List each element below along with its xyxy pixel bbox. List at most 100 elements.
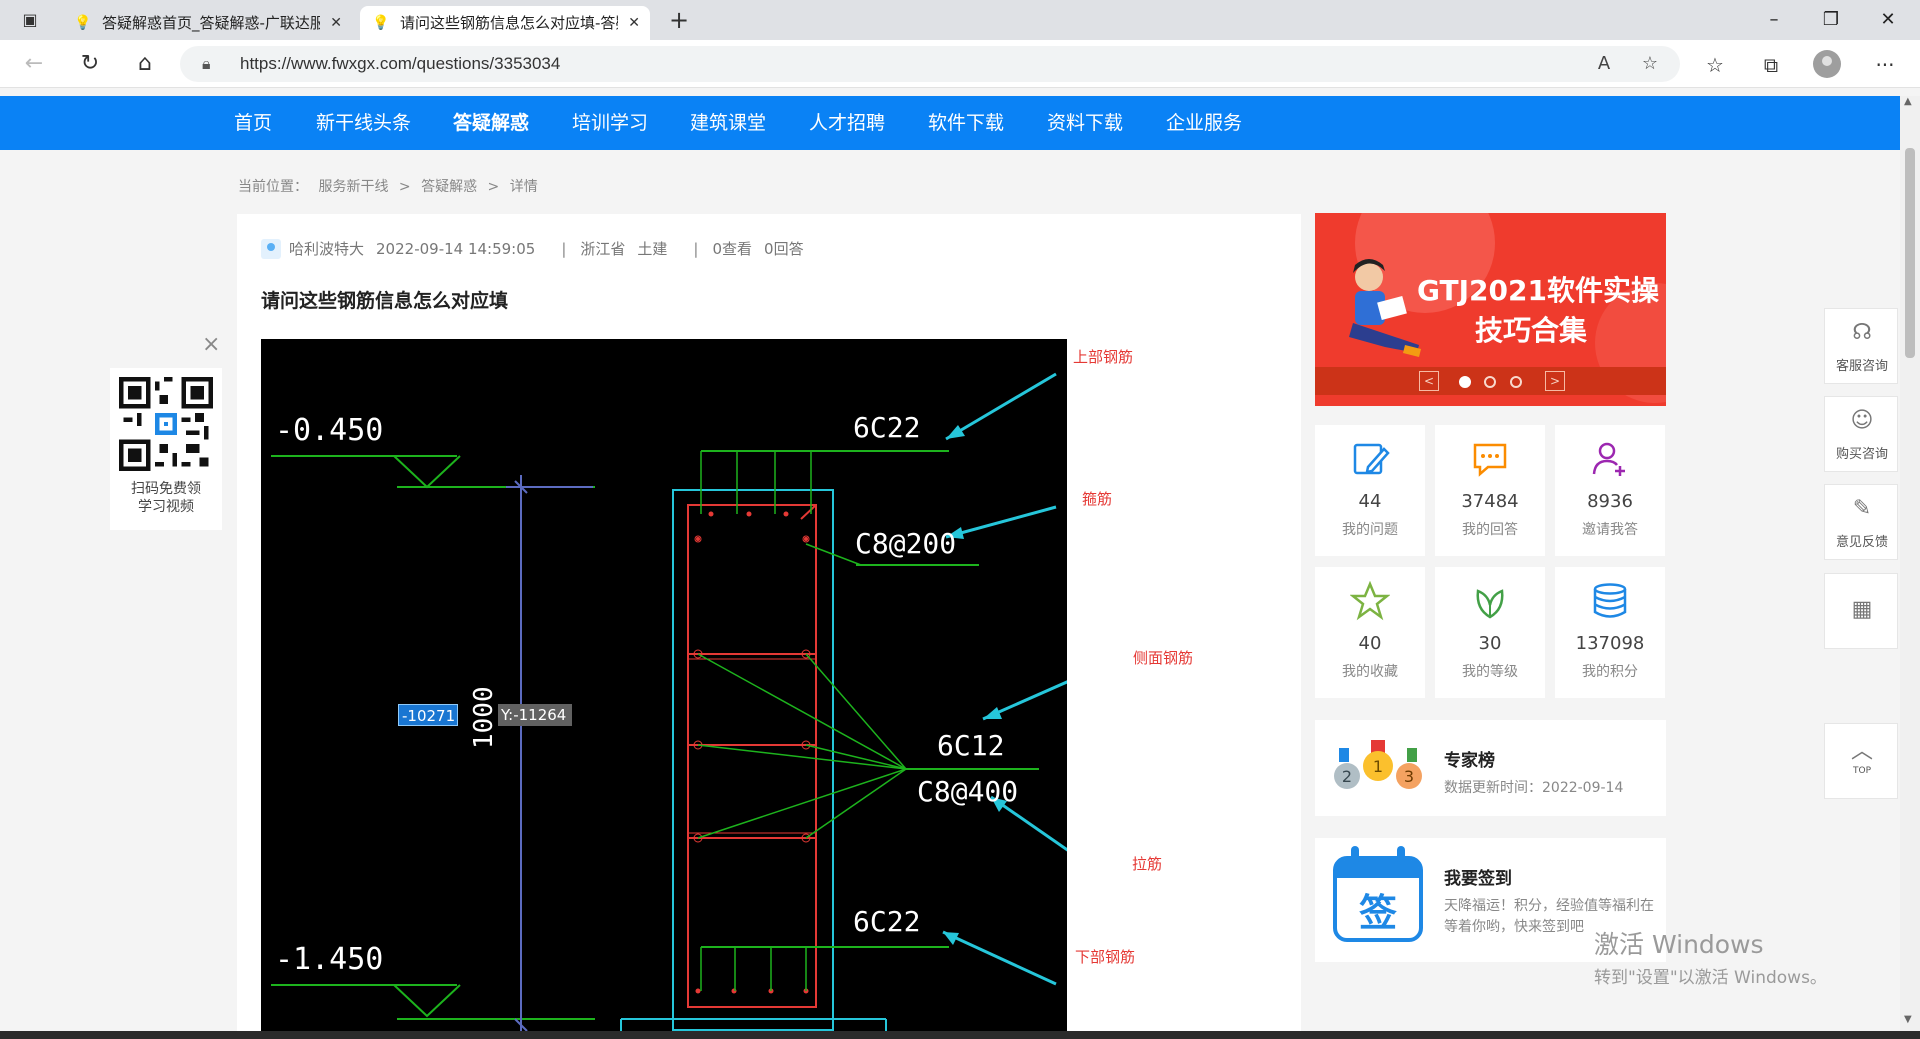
profile-avatar[interactable] (1813, 50, 1841, 78)
carousel-dot[interactable] (1484, 376, 1496, 388)
side-feedback[interactable]: ✎ 意见反馈 (1824, 484, 1898, 560)
top-rebar-label: 6C22 (853, 411, 921, 444)
answer-count: 0回答 (764, 239, 804, 258)
carousel-dot[interactable] (1459, 376, 1471, 388)
qrcode-icon (119, 377, 213, 471)
close-window-icon[interactable]: ✕ (1880, 9, 1896, 30)
bulb-icon: 💡 (372, 15, 390, 31)
stat-points[interactable]: 137098 我的积分 (1555, 567, 1665, 698)
scroll-up-icon[interactable]: ▲ (1904, 96, 1912, 107)
close-icon[interactable]: ✕ (330, 15, 342, 31)
annotation-top-rebar: 上部钢筋 (1073, 348, 1134, 366)
page-scrollbar[interactable]: ▲ ▼ (1900, 96, 1920, 1031)
side-qrcode[interactable]: ▦ (1824, 573, 1898, 649)
scroll-down-icon[interactable]: ▼ (1904, 1014, 1912, 1025)
close-icon[interactable]: ✕ (628, 15, 640, 31)
back-to-top-icon: ︿ (1850, 739, 1873, 764)
stat-level[interactable]: 30 我的等级 (1435, 567, 1545, 698)
stat-label: 我的问题 (1342, 522, 1398, 538)
annotation-tie: 拉筋 (1132, 855, 1163, 873)
nav-item-software[interactable]: 软件下载 (928, 112, 1005, 134)
medal-icon: 2 1 3 (1334, 740, 1422, 789)
headset-icon: ☊ (1852, 320, 1872, 345)
edit-icon (1353, 443, 1390, 475)
nav-item-jobs[interactable]: 人才招聘 (809, 112, 886, 134)
nav-item-enterprise[interactable]: 企业服务 (1166, 112, 1243, 134)
annotation-stirrup: 箍筋 (1082, 490, 1113, 508)
qr-promo-line1: 扫码免费领 (131, 481, 201, 497)
nav-item-home[interactable]: 首页 (234, 112, 273, 134)
chevron-left-icon[interactable]: < (1419, 371, 1439, 391)
breadcrumb-sep: > (398, 179, 411, 195)
scrollbar-thumb[interactable] (1905, 148, 1915, 358)
question-title: 请问这些钢筋信息怎么对应填 (261, 290, 509, 312)
chat-bubble-icon: ☺ (1850, 408, 1874, 433)
banner-title-1: GTJ2021软件实操 (1417, 274, 1659, 307)
url-text[interactable]: https://www.fwxgx.com/questions/3353034 (240, 54, 561, 73)
author-name[interactable]: 哈利波特大 (289, 239, 365, 258)
url-bar[interactable]: 🔒︎ https://www.fwxgx.com/questions/33530… (180, 46, 1680, 82)
back-arrow-icon[interactable]: ← (24, 51, 44, 76)
nav-item-headlines[interactable]: 新干线头条 (316, 112, 412, 134)
avatar[interactable] (261, 238, 281, 259)
reading-person-illustration (1349, 259, 1421, 357)
restore-icon[interactable]: ❐ (1822, 9, 1840, 30)
elevation-top-label: -0.450 (275, 413, 384, 448)
cad-drawing-image[interactable]: -0.450 -1.450 6C22 C8@200 6C12 C8@400 6C… (261, 339, 1067, 1039)
more-icon[interactable]: ··· (1875, 53, 1895, 77)
refresh-icon[interactable]: ↻ (80, 51, 100, 76)
stat-invited[interactable]: 8936 邀请我答 (1555, 425, 1665, 556)
read-aloud-icon[interactable]: A (1597, 53, 1611, 74)
favorites-icon[interactable]: ☆ (1706, 53, 1724, 77)
home-icon[interactable]: ⌂ (138, 51, 152, 76)
qr-promo[interactable]: 扫码免费领 学习视频 (110, 368, 222, 530)
chat-icon (1473, 443, 1507, 477)
browser-tab-1[interactable]: 💡 答疑解惑首页_答疑解惑-广联达服务新干线 ✕ (62, 6, 352, 40)
carousel-dot[interactable] (1510, 376, 1522, 388)
side-label: 意见反馈 (1835, 535, 1888, 550)
stat-favorites[interactable]: 40 我的收藏 (1315, 567, 1425, 698)
tab-title: 答疑解惑首页_答疑解惑-广联达服务新干线 (102, 14, 320, 32)
stat-my-questions[interactable]: 44 我的问题 (1315, 425, 1425, 556)
nav-item-qa[interactable]: 答疑解惑 (453, 112, 530, 134)
stat-value: 8936 (1587, 491, 1633, 512)
side-label: 购买咨询 (1835, 447, 1888, 462)
windows-activation-watermark: 激活 Windows 转到"设置"以激活 Windows。 (1594, 925, 1827, 988)
close-icon[interactable]: × (202, 332, 221, 357)
feedback-icon: ✎ (1852, 496, 1872, 521)
plus-icon[interactable]: + (668, 6, 690, 34)
back-to-top-button[interactable]: ︿ TOP (1824, 723, 1898, 799)
nav-item-training[interactable]: 培训学习 (572, 112, 649, 134)
browser-tab-2[interactable]: 💡 请问这些钢筋信息怎么对应填-答疑解惑 ✕ (360, 6, 650, 40)
stat-label: 我的积分 (1582, 664, 1638, 680)
meta-sep: | (561, 239, 567, 258)
browser-tab-bar: ▣ 💡 答疑解惑首页_答疑解惑-广联达服务新干线 ✕ 💡 请问这些钢筋信息怎么对… (0, 0, 1920, 40)
qrcode-icon: ▦ (1851, 597, 1873, 622)
lock-icon[interactable]: 🔒︎ (202, 54, 211, 73)
banner-title-2: 技巧合集 (1475, 314, 1588, 347)
star-add-icon[interactable]: ☆ (1641, 53, 1659, 74)
tab-actions-icon[interactable]: ▣ (22, 10, 38, 29)
side-customer-service[interactable]: ☊ 客服咨询 (1824, 308, 1898, 384)
experts-panel[interactable]: 2 1 3 专家榜 数据更新时间：2022-09-14 (1315, 720, 1666, 816)
chevron-right-icon[interactable]: > (1545, 371, 1565, 391)
breadcrumb-link[interactable]: 答疑解惑 (421, 179, 478, 195)
promo-banner[interactable]: GTJ2021软件实操 技巧合集 < > (1315, 213, 1666, 406)
coord-x-input[interactable]: -10271 (398, 704, 458, 726)
signin-panel[interactable]: 签 我要签到 天降福运！积分，经验值等福利在等着你哟，快来签到吧 (1315, 838, 1666, 962)
minimize-icon[interactable]: – (1769, 9, 1779, 30)
nav-item-classroom[interactable]: 建筑课堂 (690, 112, 767, 134)
stat-label: 我的收藏 (1342, 664, 1398, 680)
coord-y-input[interactable]: Y:-11264 (498, 704, 572, 726)
stat-label: 我的回答 (1462, 522, 1518, 538)
calendar-char: 签 (1358, 891, 1397, 935)
collections-icon[interactable]: ⧉ (1763, 53, 1779, 77)
bottom-rebar-label: 6C22 (853, 905, 921, 938)
dimension-label: 1000 (469, 686, 499, 749)
svg-text:1: 1 (1373, 757, 1383, 776)
breadcrumb-link[interactable]: 服务新干线 (318, 179, 389, 195)
side-purchase-consult[interactable]: ☺ 购买咨询 (1824, 396, 1898, 472)
stat-my-answers[interactable]: 37484 我的回答 (1435, 425, 1545, 556)
nav-item-materials[interactable]: 资料下载 (1047, 112, 1124, 134)
